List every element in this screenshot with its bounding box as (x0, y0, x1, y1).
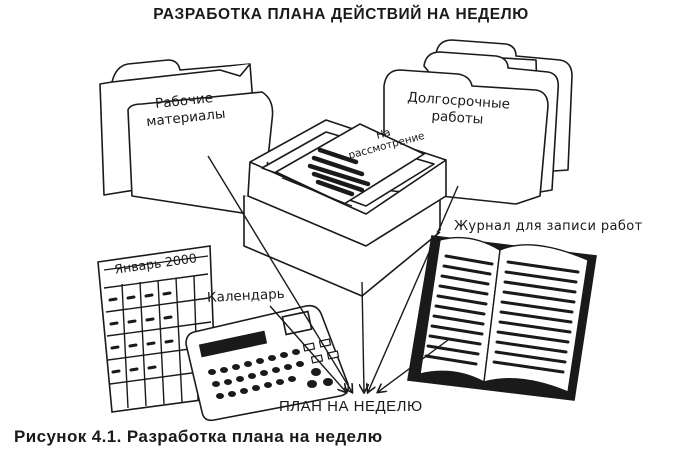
figure-caption: Рисунок 4.1. Разработка плана на неделю (14, 427, 383, 446)
long-term-work-folders-icon (383, 39, 573, 205)
weekly-plan-label: ПЛАН НА НЕДЕЛЮ (279, 398, 423, 415)
electronic-organizer-icon (185, 304, 350, 422)
work-materials-folder-icon (99, 59, 274, 217)
arrows-to-weekly-plan (207, 155, 459, 392)
arrow-from-journal (378, 339, 449, 392)
arrow-from-work-materials (207, 155, 352, 392)
review-document-icon (274, 123, 426, 207)
arrow-from-tray (362, 281, 364, 392)
arrow-from-long-term-work (368, 185, 459, 392)
open-journal-icon (407, 235, 597, 401)
arrow-from-calendar (269, 305, 346, 392)
label-work-journal: Журнал для записи работ (454, 219, 643, 234)
page-heading: РАЗРАБОТКА ПЛАНА ДЕЙСТВИЙ НА НЕДЕЛЮ (153, 6, 529, 23)
